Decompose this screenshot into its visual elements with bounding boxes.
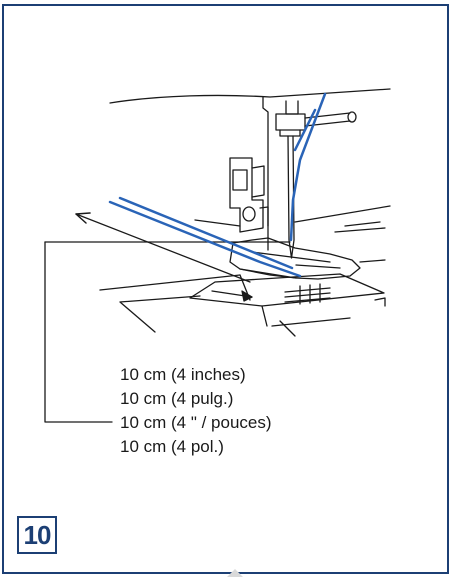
machine-side-edge xyxy=(294,205,391,223)
needle-bar-top xyxy=(285,100,299,115)
leader-line xyxy=(44,241,113,423)
step-number-badge: 10 xyxy=(17,516,57,554)
presser-foot-shank xyxy=(229,157,264,233)
machine-arm xyxy=(109,88,391,104)
label-spanish: 10 cm (4 pulg.) xyxy=(120,389,234,408)
shank-screw xyxy=(242,206,256,222)
dimension-line xyxy=(75,213,251,283)
label-french: 10 cm (4 " / pouces) xyxy=(120,413,272,432)
figure-frame xyxy=(2,4,449,574)
thread-line-1 xyxy=(108,200,302,278)
thread-line-2 xyxy=(118,196,294,270)
needle-bar-housing xyxy=(262,96,269,251)
label-english: 10 cm (4 inches) xyxy=(120,365,246,384)
page-tab-marker xyxy=(227,569,243,577)
upper-thread xyxy=(289,92,327,242)
label-portuguese: 10 cm (4 pol.) xyxy=(120,437,224,456)
thread-length-labels: 10 cm (4 inches) 10 cm (4 pulg.) 10 cm (… xyxy=(120,363,272,459)
feed-dog-slots xyxy=(284,283,331,305)
